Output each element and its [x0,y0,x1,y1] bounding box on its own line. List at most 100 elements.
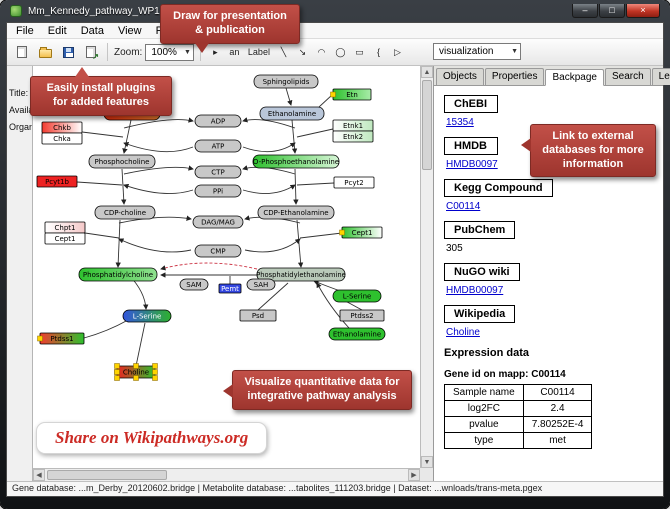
pathway-node-ptdss2[interactable]: Ptdss2 [339,309,385,322]
table-cell: pvalue [444,416,524,433]
selection-handle[interactable] [152,375,158,381]
zoom-select[interactable]: 100% ▼ [145,43,194,61]
selection-handle[interactable] [133,363,139,369]
pathway-node-sam[interactable]: SAM [179,278,209,291]
pathway-node-chkb[interactable]: Chkb [41,121,83,134]
pathway-node-phosphatidylcholine[interactable]: Phosphatidylcholine [78,267,158,282]
maximize-button[interactable]: □ [599,4,625,18]
pathway-node-chpt1[interactable]: Chpt1 [44,221,86,234]
pathway-node-etnk1[interactable]: Etnk1 [332,119,374,132]
selection-handle[interactable] [114,369,120,375]
svg-text:CDP-Ethanolamine: CDP-Ethanolamine [263,209,328,217]
close-button[interactable]: × [626,4,660,18]
callout-pointer-icon [223,384,233,398]
selection-handle[interactable] [152,369,158,375]
triangle-tool[interactable]: ▷ [389,43,406,61]
tab-search[interactable]: Search [604,68,651,85]
pathway-node-etn[interactable]: Etn [330,88,372,101]
pathway-node-cdp-choline[interactable]: CDP-choline [94,205,156,220]
tab-legend[interactable]: Legend [651,68,670,85]
label-tool[interactable]: Label [245,43,273,61]
tab-objects[interactable]: Objects [436,68,484,85]
scroll-left-icon[interactable]: ◀ [33,469,45,481]
visualization-select[interactable]: visualization ▼ [433,43,521,60]
pathway-node-o-phosphoethanolamine[interactable]: O-Phosphoethanolamine [252,154,340,169]
pathway-edge [296,219,304,268]
share-text: Share on Wikipathways.org [55,428,249,447]
select-tool[interactable]: ▸ [207,43,224,61]
vertical-scroll-thumb[interactable] [422,80,432,170]
pathway-node-sah[interactable]: SAH [246,278,276,291]
arrow-tool[interactable]: ↘ [294,43,311,61]
horizontal-scrollbar[interactable]: ◀ ▶ [33,468,420,481]
pathway-node-ethanolamine[interactable]: Ethanolamine [259,106,325,121]
pathway-node-pcyt1b[interactable]: Pcyt1b [36,175,78,188]
pathway-node-cmp[interactable]: CMP [194,244,242,258]
kegg-link[interactable]: C00114 [446,201,481,212]
callout-plugins: Easily install plugins for added feature… [30,67,172,116]
pathway-node-chka[interactable]: Chka [41,132,83,145]
backpage-section-pubchem: PubChem 305 [444,221,653,254]
minimize-button[interactable]: – [572,4,598,18]
wikipedia-link[interactable]: Choline [446,327,480,338]
chebi-link[interactable]: 15354 [446,117,474,128]
horizontal-scroll-thumb[interactable] [47,470,167,480]
oval-tool[interactable]: ◯ [332,43,349,61]
svg-text:Ethanolamine: Ethanolamine [268,110,316,118]
window-controls: – □ × [572,4,660,18]
tab-backpage[interactable]: Backpage [545,69,604,86]
pathway-node-pemt[interactable]: Pemt [218,283,242,294]
scroll-right-icon[interactable]: ▶ [408,469,420,481]
selection-handle[interactable] [114,375,120,381]
scroll-down-icon[interactable]: ▼ [421,456,433,468]
pathway-node-psd[interactable]: Psd [239,309,277,322]
hmdb-link[interactable]: HMDB0097 [446,159,498,170]
line-tool[interactable]: ╲ [275,43,292,61]
rect-tool[interactable]: ▭ [351,43,368,61]
table-row: Sample name C00114 [444,384,593,401]
pathway-node-phosphatidylethanolamine[interactable]: Phosphatidylethanolamine [256,267,346,282]
menu-file[interactable]: File [16,24,34,37]
menu-data[interactable]: Data [80,24,104,37]
pathway-node-ptdss1[interactable]: Ptdss1 [37,332,85,345]
pathway-node-l-serine[interactable]: L-Serine [332,289,382,303]
pathway-node-pcyt2[interactable]: Pcyt2 [333,176,375,189]
svg-text:Cept1: Cept1 [55,235,76,243]
pathway-node-dag-mag[interactable]: DAG/MAG [192,215,244,229]
nugo-link[interactable]: HMDB00097 [446,285,504,296]
pathway-edge [242,142,296,153]
new-button[interactable] [12,42,32,62]
pathway-node-ctp[interactable]: CTP [194,165,242,179]
menu-edit[interactable]: Edit [47,24,67,37]
tab-properties[interactable]: Properties [484,68,545,85]
pathway-node-sphingolipids[interactable]: Sphingolipids [253,74,319,89]
datanode-tool[interactable]: an [226,43,243,61]
pathway-node-phosphocholine[interactable]: Phosphocholine [88,154,156,169]
export-button[interactable] [81,42,101,62]
save-button[interactable] [58,42,78,62]
selection-handle[interactable] [133,375,139,381]
pathway-node-ethanolamine[interactable]: Ethanolamine [328,327,386,341]
pathway-node-atp[interactable]: ATP [194,139,242,153]
pathway-node-cept1[interactable]: Cept1 [44,232,86,245]
pathway-node-l-serine[interactable]: L-Serine [122,309,172,323]
pathway-canvas[interactable]: SphingolipidsEtnCholineADPEthanolamineCh… [33,66,420,468]
pathway-node-cept1[interactable]: Cept1 [339,226,383,239]
selection-handle[interactable] [152,363,158,369]
open-button[interactable] [35,42,55,62]
pathway-edge [123,183,194,194]
pathway-node-adp[interactable]: ADP [194,114,242,128]
svg-text:Ethanolamine: Ethanolamine [333,330,381,338]
scroll-up-icon[interactable]: ▲ [421,66,433,78]
pathway-node-choline[interactable]: Choline [114,363,158,381]
backpage-section-wikipedia: Wikipedia Choline [444,305,653,338]
pathway-node-cdp-ethanolamine[interactable]: CDP-Ethanolamine [257,205,335,220]
selection-handle[interactable] [114,363,120,369]
pathway-node-ppi[interactable]: PPi [194,184,242,198]
brace-tool[interactable]: { [370,43,387,61]
arc-tool[interactable]: ◠ [313,43,330,61]
menu-view[interactable]: View [117,24,142,37]
vertical-scrollbar[interactable]: ▲ ▼ [420,66,433,468]
pathway-node-etnk2[interactable]: Etnk2 [332,130,374,143]
